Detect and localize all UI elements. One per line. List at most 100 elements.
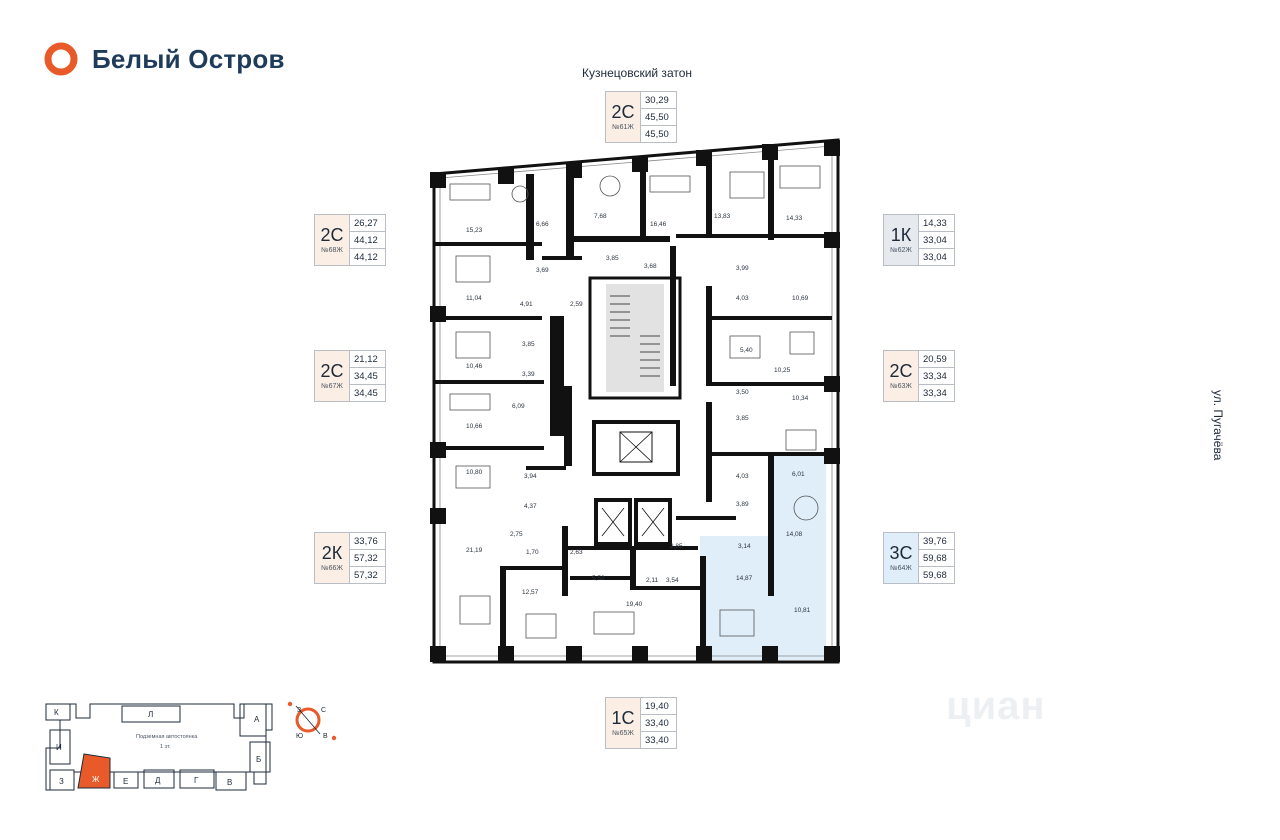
unit-area-living: 33,76 xyxy=(350,533,385,550)
unit-area-living: 19,40 xyxy=(641,698,676,715)
keymap-label: В xyxy=(227,778,232,787)
unit-area-living: 30,29 xyxy=(641,92,676,109)
unit-number: №68Ж xyxy=(321,247,343,254)
interior-walls xyxy=(434,150,836,656)
unit-number: №65Ж xyxy=(612,730,634,737)
unit-type: 2С xyxy=(611,102,635,122)
room-label: 19,40 xyxy=(626,601,643,608)
room-label: 3,50 xyxy=(736,389,749,396)
room-label: 10,69 xyxy=(792,295,809,302)
keymap-label: Б xyxy=(256,755,261,764)
unit-area-full: 44,12 xyxy=(354,251,378,263)
keymap-label: Д xyxy=(155,776,161,785)
unit-area-total: 59,68 xyxy=(919,550,954,567)
room-label: 3,85 xyxy=(606,255,619,262)
room-label: 3,68 xyxy=(644,263,657,270)
keymap-section-b[interactable] xyxy=(249,741,271,773)
room-label: 2,59 xyxy=(570,301,583,308)
keymap-section-z[interactable] xyxy=(49,769,75,791)
keymap-section-i[interactable] xyxy=(49,729,71,765)
unit-area-total: 57,32 xyxy=(350,550,385,567)
room-label: 11,04 xyxy=(466,295,482,302)
brand-name: Белый Остров xyxy=(92,43,285,74)
keymap-section-a[interactable] xyxy=(239,703,267,737)
keymap-label: Г xyxy=(194,776,199,785)
unit-area-living: 20,59 xyxy=(919,351,954,368)
room-label: 4,03 xyxy=(736,473,749,480)
keymap-label: Е xyxy=(123,777,128,786)
unit-area-total: 44,12 xyxy=(350,232,385,249)
brand-logo: Белый Остров xyxy=(44,42,285,76)
room-label: 14,87 xyxy=(736,575,753,582)
room-label: 13,83 xyxy=(714,213,731,220)
unit-number: №66Ж xyxy=(321,565,343,572)
unit-area-living: 26,27 xyxy=(350,215,385,232)
keymap-label: И xyxy=(56,743,62,752)
building-keymap: К Л А И Б З Ж Е Д Г В Подземная автостоя… xyxy=(45,703,273,791)
keymap-section-v[interactable] xyxy=(215,771,247,791)
keymap-section-g[interactable] xyxy=(179,769,215,789)
core xyxy=(588,276,682,546)
room-label: 6,09 xyxy=(512,403,525,410)
keymap-section-zh-selected[interactable] xyxy=(77,753,111,789)
unit-area-living: 14,33 xyxy=(919,215,954,232)
room-label: 10,80 xyxy=(466,469,483,476)
unit-type: 2С xyxy=(889,361,913,381)
room-label: 3,94 xyxy=(524,473,537,480)
unit-area-total: 34,45 xyxy=(350,368,385,385)
keymap-label: Ж xyxy=(92,775,100,784)
unit-area-full: 33,34 xyxy=(923,387,947,399)
room-label: 3,14 xyxy=(738,543,751,550)
room-label: 2,75 xyxy=(510,531,523,538)
unit-area-full: 57,32 xyxy=(354,569,378,581)
compass-letter: С xyxy=(321,707,326,714)
selected-apartment-64[interactable] xyxy=(768,454,826,660)
unit-number: №63Ж xyxy=(890,383,912,390)
unit-type: 3С xyxy=(889,543,913,563)
room-label: 4,37 xyxy=(524,503,537,510)
room-label: 7,68 xyxy=(594,213,607,220)
unit-area-total: 33,34 xyxy=(919,368,954,385)
keymap-label: А xyxy=(254,715,260,724)
watermark: циан xyxy=(946,684,1046,728)
keymap-parking-level: 1 эт. xyxy=(160,744,171,750)
keymap-label: К xyxy=(54,708,59,717)
room-label: 15,23 xyxy=(466,227,483,234)
unit-number: №64Ж xyxy=(890,565,912,572)
unit-area-full: 34,45 xyxy=(354,387,378,399)
keymap-section-k[interactable] xyxy=(45,703,71,721)
sun-icon xyxy=(287,701,293,707)
unit-type: 2К xyxy=(321,543,343,563)
keymap-section-l[interactable] xyxy=(121,705,181,723)
unit-area-total: 33,40 xyxy=(641,715,676,732)
compass-icon: З С Ю В xyxy=(287,701,337,741)
room-label: 10,81 xyxy=(794,607,811,614)
unit-type: 1С xyxy=(611,708,635,728)
keymap-section-e[interactable] xyxy=(113,771,139,789)
room-label: 3,69 xyxy=(536,267,549,274)
room-label: 2,63 xyxy=(570,549,583,556)
room-label: 6,01 xyxy=(792,471,805,478)
room-label: 3,85 xyxy=(522,341,535,348)
unit-area-total: 45,50 xyxy=(641,109,676,126)
keymap-section-d[interactable] xyxy=(143,769,175,789)
room-labels: 15,23 6,66 7,68 16,46 13,83 14,33 11,04 … xyxy=(466,213,811,614)
unit-area-living: 39,76 xyxy=(919,533,954,550)
unit-area-full: 33,04 xyxy=(923,251,947,263)
keymap-label: Л xyxy=(148,710,153,719)
unit-area-full: 45,50 xyxy=(645,128,669,140)
room-label: 4,91 xyxy=(520,301,533,308)
keymap-label: З xyxy=(59,777,64,786)
furniture xyxy=(449,165,821,639)
room-label: 3,39 xyxy=(522,371,535,378)
unit-area-full: 59,68 xyxy=(923,569,947,581)
room-label: 3,89 xyxy=(736,501,749,508)
